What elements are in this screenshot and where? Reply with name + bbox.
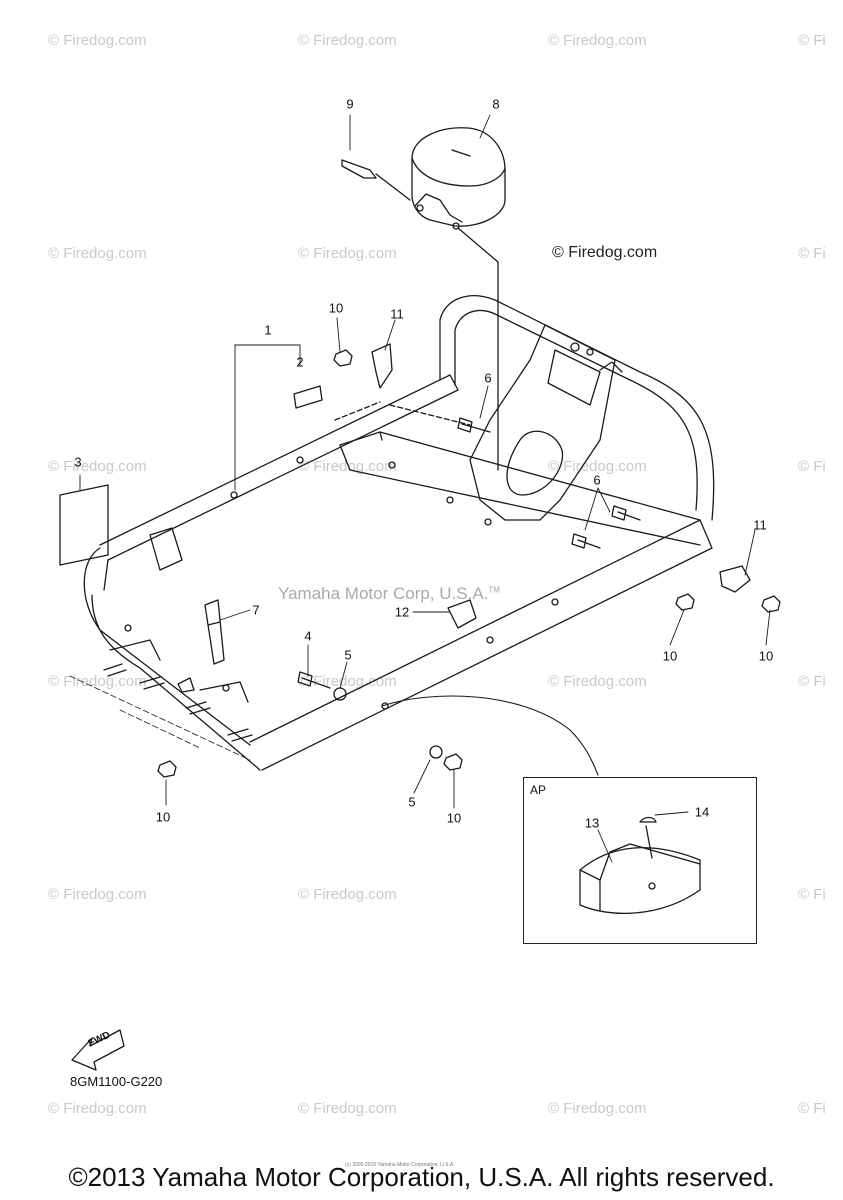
watermark: © Firedog.com (48, 458, 147, 475)
callout-5: 5 (344, 647, 352, 663)
fine-print: (c) 2005-2015 Yamaha Motor Corporation, … (345, 1162, 455, 1168)
watermark: © Firedog.com (548, 458, 647, 475)
callout-10: 10 (662, 648, 678, 664)
callout-14: 14 (694, 804, 710, 820)
watermark: © Firedog.com (48, 1100, 147, 1117)
studs (69, 663, 253, 761)
callout-7: 7 (252, 602, 260, 618)
callout-10: 10 (446, 810, 462, 826)
watermark: © Firedog.com (298, 458, 397, 475)
watermark: © Firedog.com (48, 886, 147, 903)
watermark: © Firedog.com (48, 32, 147, 49)
watermark: © Firedog.com (548, 32, 647, 49)
watermark: © Firedog.com (548, 1100, 647, 1117)
fwd-badge-shape (71, 1029, 125, 1071)
seat-part-8 (411, 127, 506, 471)
watermark: © Firedog.com (298, 1100, 397, 1117)
watermark: © Firedog.com (298, 245, 397, 262)
watermark-partial: © Fi (798, 673, 826, 690)
callout-13: 13 (584, 815, 600, 831)
callout-11: 11 (390, 306, 404, 322)
watermark: © Firedog.com (548, 673, 647, 690)
trademark-sup: TM (488, 585, 500, 595)
watermark-partial: © Fi (798, 32, 826, 49)
callout-10: 10 (758, 648, 774, 664)
manufacturer-mark-text: Yamaha Motor Corp, U.S.A. (278, 584, 489, 603)
callout-8: 8 (492, 96, 500, 112)
firedog-watermark-dark: © Firedog.com (552, 244, 658, 261)
callout-6: 6 (484, 370, 492, 386)
frame-main (83, 295, 715, 771)
copyright-footer: ©2013 Yamaha Motor Corporation, U.S.A. A… (68, 1162, 775, 1192)
manufacturer-mark: Yamaha Motor Corp, U.S.A.TM (278, 584, 500, 604)
ap-inset-box: AP (523, 777, 757, 944)
watermark-partial: © Fi (798, 1100, 826, 1117)
callout-10: 10 (328, 300, 344, 316)
pin-part-9 (341, 159, 411, 201)
watermark: © Firedog.com (298, 32, 397, 49)
watermark-partial: © Fi (798, 245, 826, 262)
watermark-partial: © Fi (798, 886, 826, 903)
callout-9: 9 (346, 96, 354, 112)
callout-5: 5 (408, 794, 416, 810)
watermark: © Firedog.com (48, 245, 147, 262)
watermark: © Firedog.com (298, 886, 397, 903)
callout-12: 12 (394, 604, 410, 620)
ap-inset-label: AP (530, 783, 547, 797)
callout-6: 6 (593, 472, 601, 488)
diagram-code: 8GM1100-G220 (70, 1074, 163, 1089)
callout-3: 3 (74, 454, 82, 470)
callout-2: 2 (296, 354, 304, 370)
callout-4: 4 (304, 628, 312, 644)
inset-parts (579, 816, 701, 915)
hardware (59, 343, 781, 778)
callout-10: 10 (155, 809, 171, 825)
callout-11: 11 (753, 517, 767, 533)
cable (381, 695, 599, 776)
watermark-partial: © Fi (798, 458, 826, 475)
callout-1: 1 (264, 322, 272, 338)
